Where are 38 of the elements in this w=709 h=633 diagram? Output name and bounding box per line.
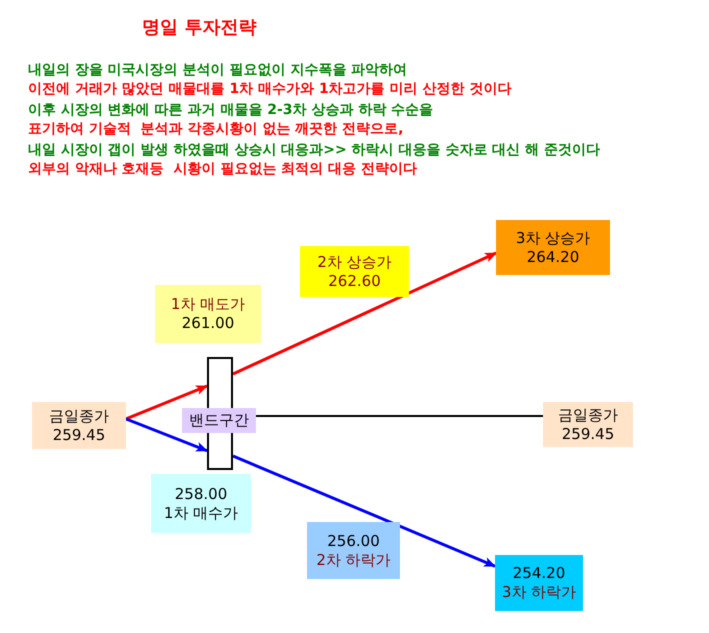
price-value: 256.00 — [327, 532, 380, 550]
title: 명일 투자전략 — [142, 17, 256, 39]
band-label: 밴드구간 — [189, 411, 249, 430]
arrow — [232, 454, 496, 568]
level-name: 2차 상승가 — [317, 252, 392, 272]
price-level-box — [496, 220, 610, 275]
price-value: 259.45 — [52, 426, 106, 444]
level-name: 1차 매도가 — [170, 295, 246, 314]
description-line: 표기하여 기술적 분석과 각종시황이 없는 깨끗한 전략으로, — [28, 120, 404, 138]
description-line: 외부의 악재나 호재등 시황이 필요없는 최적의 대응 전략이다 — [28, 160, 417, 178]
level-name: 금일종가 — [558, 406, 618, 424]
level-name: 2차 하락가 — [316, 550, 391, 570]
price-level-box — [32, 402, 126, 449]
price-value: 254.20 — [512, 564, 566, 583]
price-value: 262.60 — [328, 272, 381, 290]
arrow — [125, 418, 208, 452]
price-level-box — [307, 522, 400, 579]
price-value: 259.45 — [562, 424, 614, 444]
band-tag — [182, 408, 256, 433]
level-name: 1차 매수가 — [164, 504, 238, 522]
level-name: 금일종가 — [49, 406, 109, 426]
price-level-box — [155, 285, 261, 343]
price-level-box — [543, 402, 633, 447]
description-line: 이후 시장의 변화에 따른 과거 매물을 2-3차 상승과 하락 수순을 — [28, 101, 434, 119]
price-level-box — [495, 555, 583, 611]
price-level-box — [151, 474, 251, 533]
connector-line — [256, 414, 543, 417]
arrow — [125, 384, 208, 420]
price-value: 261.00 — [182, 314, 234, 333]
arrow — [232, 252, 497, 376]
price-value: 264.20 — [526, 248, 580, 266]
level-name: 3차 상승가 — [516, 228, 590, 248]
level-name: 3차 하락가 — [502, 583, 576, 602]
price-level-box — [300, 246, 409, 297]
description-line: 내일의 장을 미국시장의 분석이 필요없이 지수폭을 파악하여 — [28, 61, 408, 79]
description-line: 이전에 거래가 많았던 매물대를 1차 매수가와 1차고가를 미리 산정한 것이다 — [28, 80, 512, 98]
price-value: 258.00 — [174, 484, 228, 504]
description-line: 내일 시장이 갭이 발생 하였을때 상승시 대응과>> 하락시 대응을 숫자로 대신 해 준것이다 — [28, 141, 600, 159]
